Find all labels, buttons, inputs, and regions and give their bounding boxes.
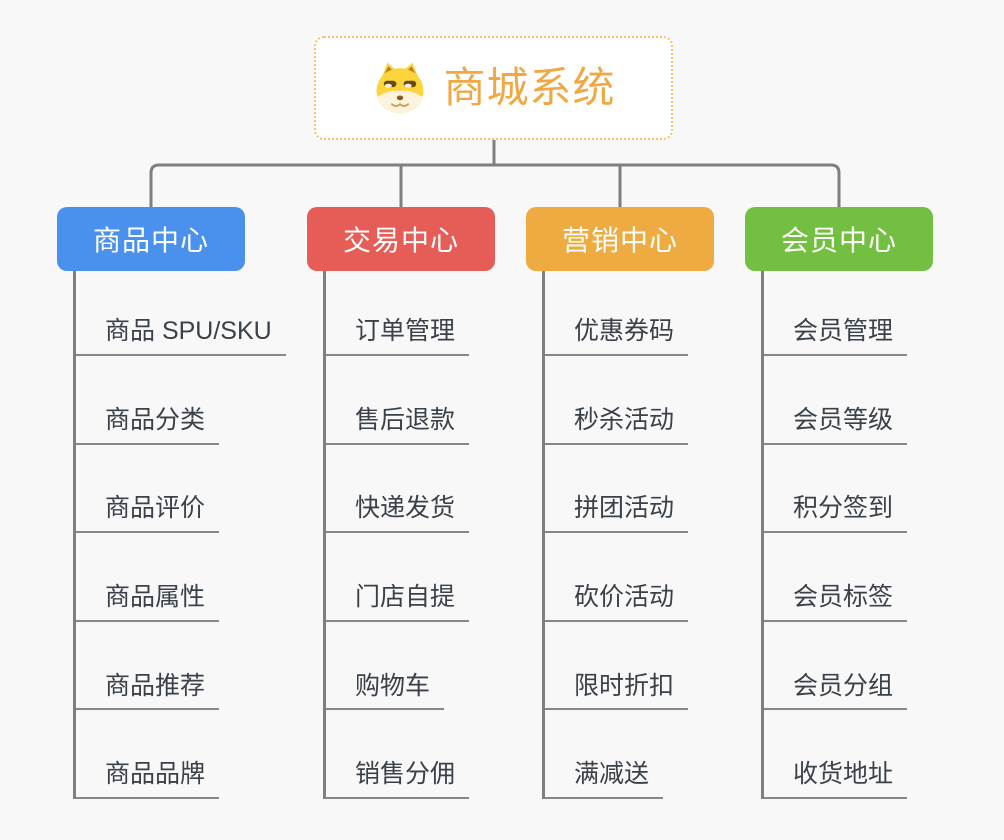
branch-item-label: 拼团活动	[542, 494, 689, 534]
branch-item-label: 订单管理	[323, 317, 470, 356]
branch-header-1[interactable]: 商品中心	[57, 207, 245, 271]
branch-item[interactable]: 商品 SPU/SKU	[73, 271, 286, 356]
branch-children: 会员管理 会员等级 积分签到 会员标签 会员分组 收货地址	[761, 271, 933, 799]
branch-item-label: 限时折扣	[542, 672, 689, 711]
branch-item-label: 商品推荐	[73, 672, 220, 711]
branch-item[interactable]: 会员管理	[761, 271, 933, 356]
branch-item-label: 销售分佣	[323, 760, 470, 799]
branch-item-label: 满减送	[542, 760, 664, 799]
branch-item[interactable]: 砍价活动	[542, 533, 714, 622]
branch-item[interactable]: 满减送	[542, 710, 714, 799]
branch-item[interactable]: 购物车	[323, 622, 495, 711]
branch-item[interactable]: 优惠券码	[542, 271, 714, 356]
branch-header-label: 营销中心	[561, 225, 678, 256]
root-title: 商城系统	[443, 64, 616, 111]
branch-item-label: 商品 SPU/SKU	[73, 317, 286, 356]
branch-children: 商品 SPU/SKU 商品分类 商品评价 商品属性 商品推荐 商品品牌	[73, 271, 286, 799]
branch-item-label: 快递发货	[323, 494, 470, 534]
branch-item-label: 购物车	[323, 672, 445, 711]
branch-item[interactable]: 积分签到	[761, 445, 933, 534]
branch-item-label: 商品评价	[73, 494, 220, 534]
branch-item[interactable]: 拼团活动	[542, 445, 714, 534]
branch-item[interactable]: 商品属性	[73, 533, 245, 622]
branch-item-label: 会员管理	[761, 317, 908, 356]
branch-item[interactable]: 会员等级	[761, 356, 933, 445]
branch-item-label: 会员分组	[761, 672, 908, 711]
branch-item[interactable]: 商品品牌	[73, 710, 245, 799]
branch-item[interactable]: 商品推荐	[73, 622, 245, 711]
branch-header-label: 交易中心	[342, 225, 459, 256]
branch-item-label: 优惠券码	[542, 317, 689, 356]
branch-item[interactable]: 商品评价	[73, 445, 245, 534]
branch-2: 交易中心 订单管理 售后退款 快递发货 门店自提 购物车 销售分佣	[307, 207, 495, 799]
branch-header-4[interactable]: 会员中心	[745, 207, 933, 271]
branch-item-label: 商品属性	[73, 583, 220, 622]
branch-item[interactable]: 会员分组	[761, 622, 933, 711]
branch-item-label: 门店自提	[323, 583, 470, 622]
branch-item[interactable]: 销售分佣	[323, 710, 495, 799]
branch-item[interactable]: 会员标签	[761, 533, 933, 622]
branch-header-2[interactable]: 交易中心	[307, 207, 495, 271]
branch-item[interactable]: 快递发货	[323, 445, 495, 534]
branch-children: 订单管理 售后退款 快递发货 门店自提 购物车 销售分佣	[323, 271, 495, 799]
shiba-dog-icon	[377, 62, 424, 114]
branch-item[interactable]: 商品分类	[73, 356, 245, 445]
branch-item[interactable]: 门店自提	[323, 533, 495, 622]
branch-3: 营销中心 优惠券码 秒杀活动 拼团活动 砍价活动 限时折扣 满减送	[526, 207, 714, 799]
branch-item-label: 收货地址	[761, 760, 908, 799]
branch-header-label: 商品中心	[92, 225, 209, 256]
branch-item-label: 积分签到	[761, 494, 908, 534]
branch-children: 优惠券码 秒杀活动 拼团活动 砍价活动 限时折扣 满减送	[542, 271, 714, 799]
branch-header-3[interactable]: 营销中心	[526, 207, 714, 271]
branch-item-label: 商品分类	[73, 406, 220, 445]
branch-item[interactable]: 秒杀活动	[542, 356, 714, 445]
branch-item-label: 会员标签	[761, 583, 908, 622]
branch-item-label: 砍价活动	[542, 583, 689, 622]
branch-item[interactable]: 限时折扣	[542, 622, 714, 711]
branch-4: 会员中心 会员管理 会员等级 积分签到 会员标签 会员分组 收货地址	[745, 207, 933, 799]
branch-header-label: 会员中心	[780, 225, 897, 256]
branch-item-label: 会员等级	[761, 406, 908, 445]
branch-item-label: 秒杀活动	[542, 406, 689, 445]
branch-item[interactable]: 售后退款	[323, 356, 495, 445]
branch-item[interactable]: 订单管理	[323, 271, 495, 356]
branch-item[interactable]: 收货地址	[761, 710, 933, 799]
branch-item-label: 商品品牌	[73, 760, 220, 799]
branch-item-label: 售后退款	[323, 406, 470, 445]
branch-1: 商品中心 商品 SPU/SKU 商品分类 商品评价 商品属性 商品推荐 商品品牌	[57, 207, 286, 799]
root-node[interactable]: 商城系统	[314, 36, 673, 140]
